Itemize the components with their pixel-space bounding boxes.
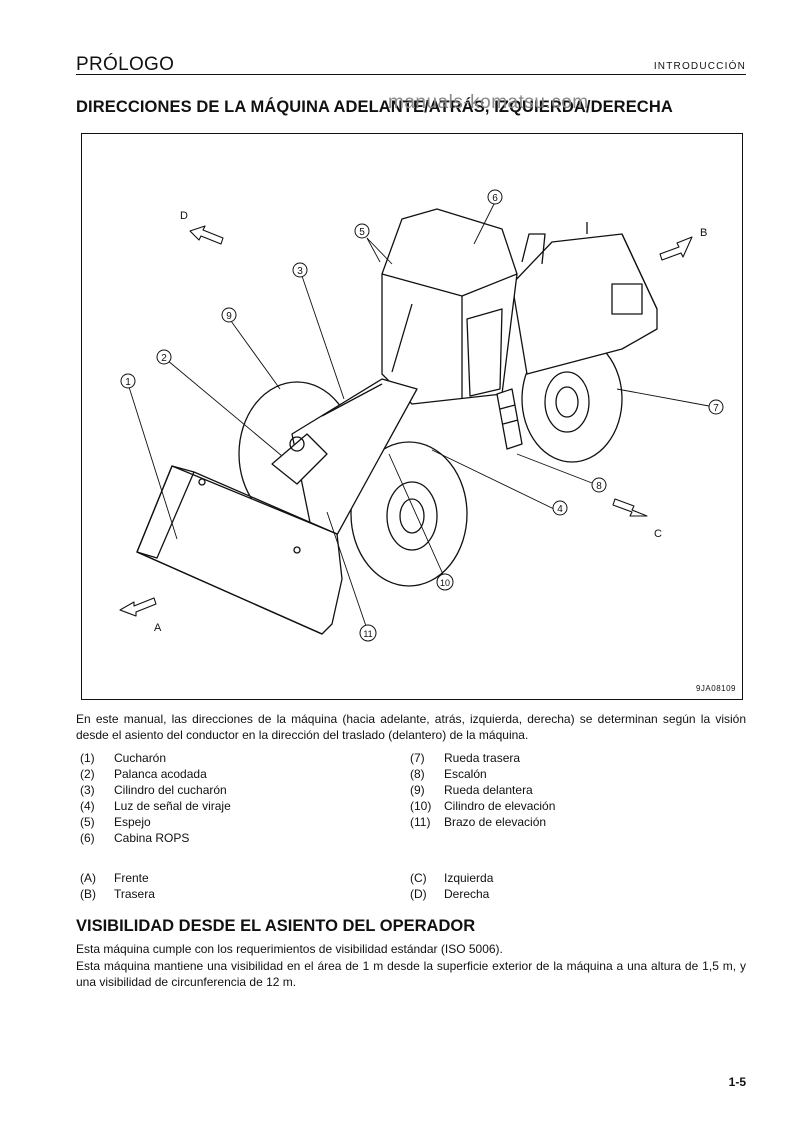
- watermark: manuals-komatsu.com: [388, 92, 589, 113]
- figure-code: 9JA08109: [695, 684, 736, 693]
- direction-arrows: [119, 225, 693, 617]
- arrow-b-icon: [659, 236, 693, 261]
- bucket-drawing: [136, 465, 343, 635]
- letter-a: A: [154, 622, 162, 634]
- visibility-paragraph: Esta máquina cumple con los requerimient…: [76, 941, 746, 991]
- list-item: (B)Trasera: [80, 887, 155, 901]
- chapter-label: INTRODUCCIÓN: [653, 61, 746, 72]
- machine-figure: 1 2 3 4 5 6 7 8 9 10 11 D B C A 9JA08109: [81, 133, 743, 700]
- callout-3: 3: [292, 262, 308, 278]
- svg-text:2: 2: [161, 353, 167, 364]
- list-item: (C)Izquierda: [410, 871, 494, 885]
- svg-text:1: 1: [125, 377, 131, 388]
- wheel-loader-drawing: 1 2 3 4 5 6 7 8 9 10 11 D B C A: [119, 189, 724, 642]
- arrow-c-icon: [612, 498, 648, 517]
- list-item: (7)Rueda trasera: [410, 751, 521, 765]
- callout-2: 2: [156, 349, 172, 365]
- header-rule: [76, 74, 746, 75]
- callout-markers: 1 2 3 4 5 6 7 8 9 10 11: [120, 189, 724, 642]
- lift-arm-drawing: [271, 378, 418, 547]
- visibility-line-1: Esta máquina cumple con los requerimient…: [76, 942, 503, 956]
- svg-text:11: 11: [363, 629, 372, 639]
- directions-list-left: (A)Frente (B)Trasera: [80, 870, 155, 902]
- list-item: (11)Brazo de elevación: [410, 815, 547, 829]
- list-item: (2)Palanca acodada: [80, 767, 207, 781]
- intro-paragraph: En este manual, las direcciones de la má…: [76, 712, 746, 742]
- list-item: (4)Luz de señal de viraje: [80, 799, 231, 813]
- list-item: (1)Cucharón: [80, 751, 167, 765]
- list-item: (D)Derecha: [410, 887, 490, 901]
- callout-11: 11: [359, 624, 377, 642]
- callout-9: 9: [221, 307, 237, 323]
- parts-list-right: (7)Rueda trasera (8)Escalón (9)Rueda del…: [410, 750, 555, 830]
- list-item: (A)Frente: [80, 871, 149, 885]
- arrow-d-icon: [189, 225, 224, 245]
- arrow-a-icon: [119, 597, 157, 617]
- svg-text:8: 8: [596, 481, 602, 492]
- letter-c: C: [654, 528, 662, 540]
- rops-cab: [381, 208, 518, 405]
- visibility-line-2: Esta máquina mantiene una visibilidad en…: [76, 958, 746, 990]
- callout-8: 8: [591, 477, 607, 493]
- callout-10: 10: [436, 573, 454, 591]
- direction-letters: D B C A: [154, 210, 707, 634]
- parts-list-left: (1)Cucharón (2)Palanca acodada (3)Cilind…: [80, 750, 231, 846]
- list-item: (10)Cilindro de elevación: [410, 799, 556, 813]
- rear-body: [511, 222, 658, 375]
- callout-5: 5: [354, 223, 370, 239]
- list-item: (9)Rueda delantera: [410, 783, 533, 797]
- svg-text:5: 5: [359, 227, 365, 238]
- letter-d: D: [180, 210, 188, 222]
- svg-text:9: 9: [226, 311, 232, 322]
- callout-7: 7: [708, 399, 724, 415]
- callout-1: 1: [120, 373, 136, 389]
- list-item: (3)Cilindro del cucharón: [80, 783, 227, 797]
- section-title-visibility: VISIBILIDAD DESDE EL ASIENTO DEL OPERADO…: [76, 917, 476, 935]
- page-number: 1-5: [728, 1075, 746, 1089]
- svg-text:7: 7: [713, 403, 719, 414]
- svg-text:10: 10: [440, 578, 450, 588]
- list-item: (8)Escalón: [410, 767, 487, 781]
- svg-text:4: 4: [557, 504, 563, 515]
- step: [496, 388, 523, 450]
- callout-6: 6: [487, 189, 503, 205]
- list-item: (6)Cabina ROPS: [80, 831, 190, 845]
- svg-text:6: 6: [492, 193, 498, 204]
- section-title-directions: DIRECCIONES DE LA MÁQUINA ADELANTE/ATRÁS…: [76, 98, 673, 116]
- callout-4: 4: [552, 500, 568, 516]
- letter-b: B: [700, 227, 707, 239]
- list-item: (5)Espejo: [80, 815, 151, 829]
- svg-text:3: 3: [297, 266, 303, 277]
- leader-lines: [128, 203, 710, 633]
- directions-list-right: (C)Izquierda (D)Derecha: [410, 870, 493, 902]
- page-header-title: PRÓLOGO: [76, 54, 175, 75]
